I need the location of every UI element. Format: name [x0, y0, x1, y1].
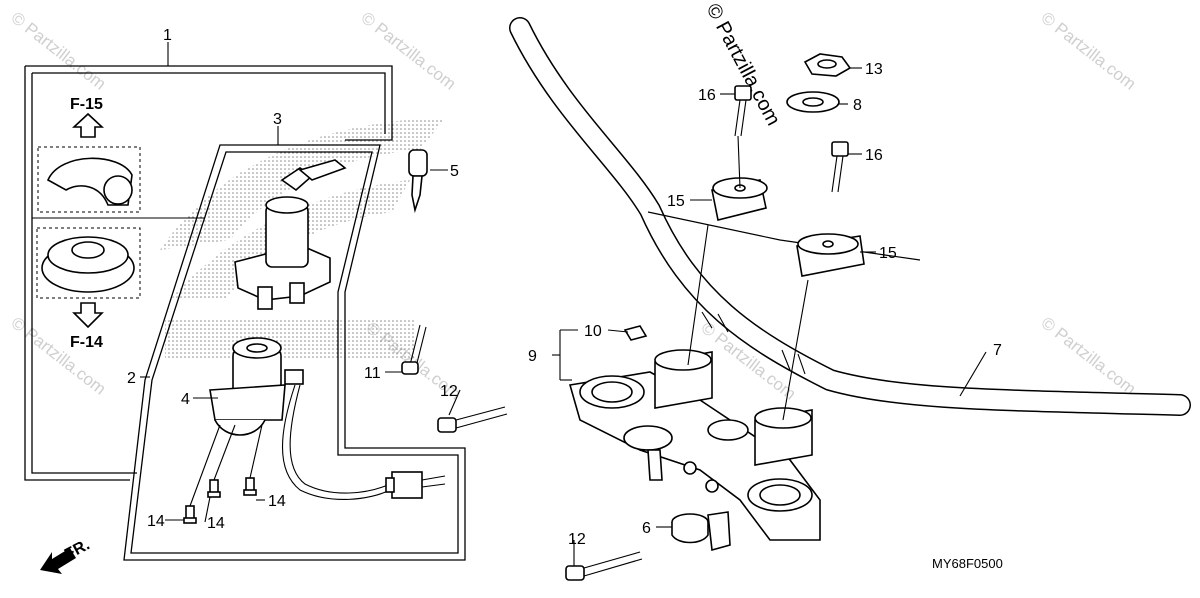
callout-16-left: 16 [698, 87, 716, 104]
bolt-16-left [734, 85, 752, 189]
watermark-text: © Partzilla.com [358, 8, 460, 94]
watermark-text: © Partzilla.com [8, 313, 110, 399]
callout-4: 4 [181, 391, 190, 408]
callout-1: 1 [163, 27, 172, 44]
callout-8: 8 [853, 97, 862, 114]
callout-14-c: 14 [268, 493, 286, 510]
washer-8 [786, 91, 840, 113]
callout-15-left: 15 [667, 193, 685, 210]
reference-inset-lower [36, 227, 141, 299]
callout-11: 11 [364, 365, 381, 382]
arrow-down-icon [72, 302, 104, 329]
watermark-text: © Partzilla.com [1038, 8, 1140, 94]
leader-lines [140, 42, 987, 566]
callout-16-right: 16 [865, 147, 883, 164]
reference-f15: F-15 [70, 96, 103, 113]
handlebar [509, 17, 1191, 416]
front-direction-arrow-icon: FR. [40, 536, 93, 574]
watermark-text: © Partzilla.com [1038, 313, 1140, 399]
callout-6: 6 [642, 520, 651, 537]
pad-10 [623, 325, 648, 341]
callout-10: 10 [584, 323, 602, 340]
callout-13: 13 [865, 61, 883, 78]
diagram-code: MY68F0500 [932, 556, 1003, 571]
watermark-main: © Partzilla.com [702, 0, 785, 129]
callout-12-lower: 12 [568, 531, 586, 548]
callout-7: 7 [993, 342, 1002, 359]
nut-13 [803, 53, 852, 77]
wire-harness [282, 384, 446, 500]
kit-outline-1 [24, 65, 393, 481]
callout-12-upper: 12 [440, 383, 458, 400]
key-icon [408, 149, 428, 214]
callout-15-right: 15 [879, 245, 897, 262]
callout-14-b: 14 [207, 515, 225, 532]
lock-set-outline-2 [123, 144, 466, 561]
callout-5: 5 [450, 163, 459, 180]
callout-14-a: 14 [147, 513, 165, 530]
screws-14 [183, 424, 263, 524]
callout-9: 9 [528, 348, 537, 365]
ignition-switch [234, 159, 347, 310]
steering-lock [209, 337, 304, 436]
callouts: 1 2 3 4 5 6 7 8 9 10 11 12 12 13 14 14 1… [127, 27, 1002, 548]
callout-3: 3 [273, 111, 282, 128]
reference-f14: F-14 [70, 334, 103, 351]
holder-15-right [796, 233, 865, 277]
callout-2: 2 [127, 370, 136, 387]
reference-inset-upper [37, 146, 141, 213]
bolt-12-upper [437, 406, 508, 433]
top-bridge [568, 349, 821, 541]
cable-holder-6 [671, 511, 731, 552]
holder-15-left [711, 177, 768, 221]
bolt-16-right [831, 141, 849, 193]
bolt-12-lower [565, 551, 643, 581]
arrow-up-icon [71, 112, 105, 138]
watermark-text: © Partzilla.com [8, 8, 110, 94]
bolt-11 [401, 324, 427, 375]
